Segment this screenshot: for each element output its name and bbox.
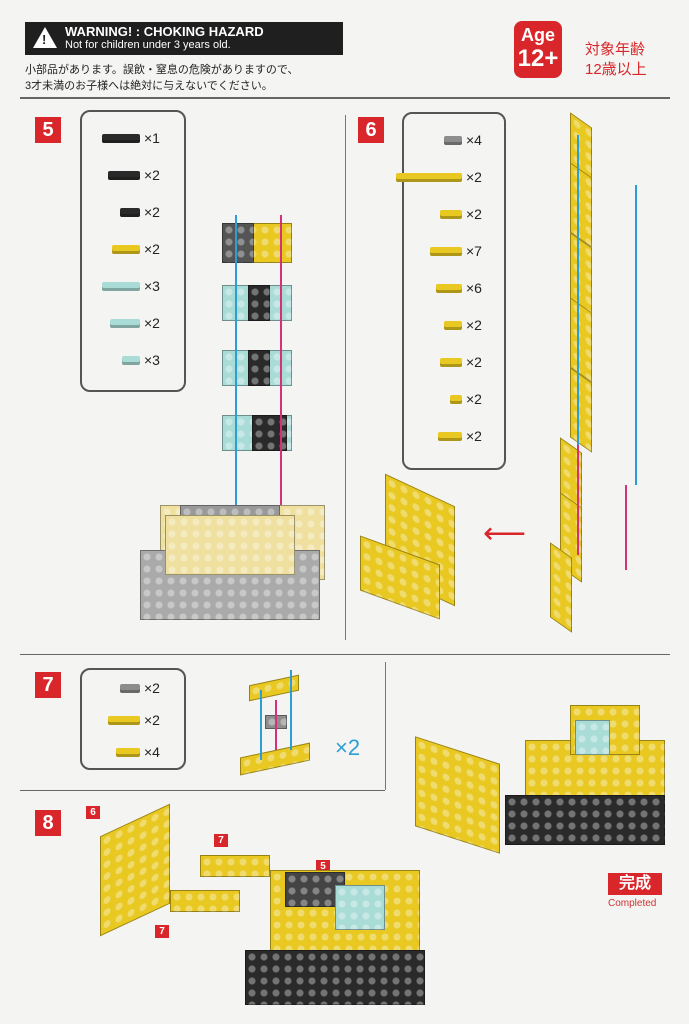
age-badge: Age 12+ [514, 21, 562, 78]
step-6-assembly [545, 112, 655, 633]
yellow-brick-icon [112, 245, 140, 254]
step7-bottom-divider [20, 790, 385, 791]
sub-ref-7a: 7 [214, 834, 228, 847]
part-count: ×2 [466, 354, 482, 370]
age-value: 12+ [517, 45, 559, 72]
part-row: ×6 [404, 280, 504, 300]
part-row: ×2 [404, 354, 504, 374]
part-count: ×2 [144, 680, 160, 696]
part-row: ×2 [82, 241, 184, 261]
part-count: ×2 [466, 169, 482, 185]
part-count: ×6 [466, 280, 482, 296]
lightblue-brick-icon [122, 356, 140, 365]
part-row: ×7 [404, 243, 504, 263]
black-brick-icon [108, 171, 140, 180]
yellow-brick-icon [450, 395, 462, 404]
lightblue-brick-icon [102, 282, 140, 291]
yellow-brick-icon [116, 748, 140, 757]
part-row: ×2 [396, 169, 504, 189]
part-row: ×2 [82, 712, 184, 732]
part-count: ×2 [144, 241, 160, 257]
part-row: ×2 [404, 391, 504, 411]
yellow-brick-icon [444, 321, 462, 330]
part-count: ×1 [144, 130, 160, 146]
part-row: ×2 [82, 680, 184, 700]
age-jp-line1: 対象年齢 [585, 41, 646, 58]
part-count: ×2 [144, 315, 160, 331]
part-count: ×2 [144, 204, 160, 220]
part-count: ×3 [144, 352, 160, 368]
part-row: ×3 [82, 278, 184, 298]
step-7-parts-list: ×2 ×2 ×4 [80, 668, 186, 770]
step-8-badge: 8 [35, 810, 61, 836]
gray-brick-icon [120, 684, 140, 693]
part-row: ×2 [82, 204, 184, 224]
step-5-parts-list: ×1 ×2 ×2 ×2 ×3 ×2 ×3 [80, 110, 186, 392]
part-count: ×3 [144, 278, 160, 294]
lightblue-brick-icon [110, 319, 140, 328]
yellow-brick-icon [436, 284, 462, 293]
part-row: ×2 [82, 315, 184, 335]
yellow-brick-icon [438, 432, 462, 441]
left-arrow-icon: ⟵ [483, 517, 527, 550]
part-count: ×4 [144, 744, 160, 760]
part-row: ×4 [82, 744, 184, 764]
part-count: ×2 [466, 317, 482, 333]
header-divider [20, 97, 670, 99]
completed-excavator-model [405, 700, 675, 860]
yellow-brick-icon [108, 716, 140, 725]
sub-ref-6: 6 [86, 806, 100, 819]
part-count: ×2 [466, 391, 482, 407]
part-count: ×2 [144, 167, 160, 183]
choking-warning-banner: ! WARNING! : CHOKING HAZARD Not for chil… [25, 22, 343, 55]
step-7-multiplier: ×2 [335, 735, 361, 760]
yellow-brick-icon [396, 173, 462, 182]
column-divider [345, 115, 346, 640]
step-7-assembly [235, 660, 325, 780]
warning-jp-line1: 小部品があります。誤飲・窒息の危険がありますので、 [25, 64, 299, 76]
warning-subtitle: Not for children under 3 years old. [65, 39, 231, 51]
black-brick-icon [102, 134, 140, 143]
gray-brick-icon [444, 136, 462, 145]
step-6-badge: 6 [358, 117, 384, 143]
part-row: ×3 [82, 352, 184, 372]
black-brick-icon [120, 208, 140, 217]
part-row: ×2 [404, 206, 504, 226]
warning-triangle-icon: ! [33, 27, 57, 48]
warning-jp-line2: 3才未満のお子様へは絶対に与えないでください。 [25, 80, 273, 92]
completed-label: Completed [608, 898, 657, 909]
step-5-badge: 5 [35, 117, 61, 143]
part-count: ×4 [466, 132, 482, 148]
part-count: ×7 [466, 243, 482, 259]
sub-ref-7b: 7 [155, 925, 169, 938]
step7-divider [385, 662, 386, 790]
part-row: ×2 [404, 317, 504, 337]
step-6-wall-result [360, 473, 470, 620]
step-6-parts-list: ×4 ×2 ×2 ×7 ×6 ×2 ×2 ×2 ×2 [396, 112, 506, 470]
warning-title: WARNING! : CHOKING HAZARD [65, 24, 264, 39]
step-8-assembly [70, 800, 430, 1015]
age-jp-line2: 12歳以上 [585, 61, 647, 78]
completed-badge: 完成 [608, 873, 662, 895]
row-divider [20, 654, 670, 655]
sub-ref-5: 5 [316, 860, 330, 873]
step-5-assembly [140, 215, 330, 625]
part-row: ×4 [404, 132, 504, 152]
yellow-brick-icon [440, 210, 462, 219]
part-count: ×2 [144, 712, 160, 728]
part-count: ×2 [466, 428, 482, 444]
step-7-badge: 7 [35, 672, 61, 698]
part-row: ×1 [82, 130, 184, 150]
part-row: ×2 [404, 428, 504, 448]
part-count: ×2 [466, 206, 482, 222]
part-row: ×2 [82, 167, 184, 187]
yellow-brick-icon [440, 358, 462, 367]
yellow-brick-icon [430, 247, 462, 256]
age-label: Age [520, 25, 555, 45]
